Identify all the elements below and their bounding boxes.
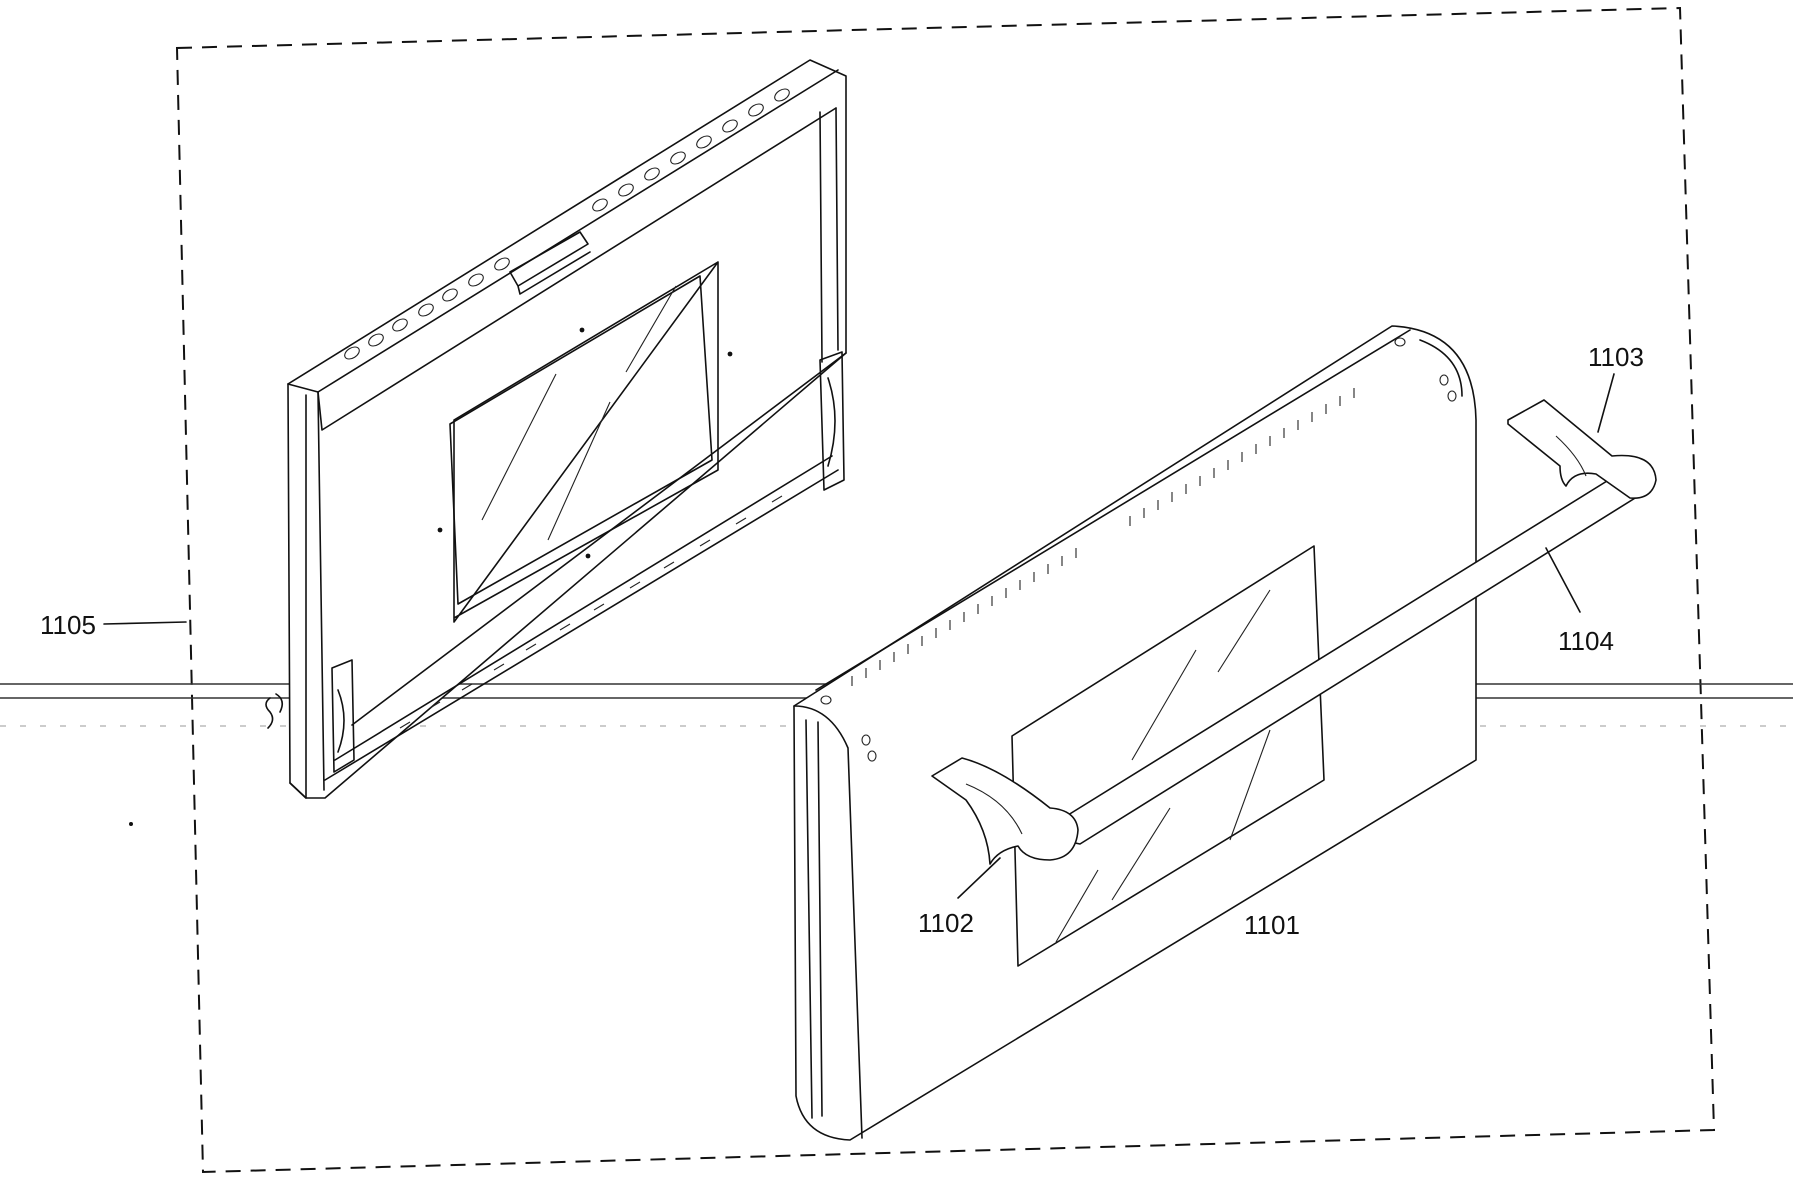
- inner-door-frame: [287, 59, 847, 799]
- door-handle-assembly: [931, 399, 1657, 865]
- callout-1101: 1101: [1244, 910, 1300, 940]
- callout-1105: 1105: [40, 610, 96, 640]
- inner-door-bottom-rail: [324, 352, 847, 781]
- inner-door-left-rail: [289, 391, 325, 799]
- inner-door-assembly: [265, 59, 847, 799]
- screw-hole: [867, 750, 877, 762]
- door-panel-top-edge: [815, 329, 1463, 691]
- callout-1103: 1103: [1588, 342, 1644, 372]
- inner-door-glass: [449, 275, 713, 605]
- door-panel-body: [793, 325, 1477, 1141]
- callout-1102: 1102: [918, 908, 974, 938]
- inner-door-hinge-upper: [819, 351, 845, 491]
- inner-door-right-rail: [819, 107, 839, 363]
- screw-hole: [820, 695, 832, 705]
- inner-door-hinge-lower: [331, 659, 355, 773]
- fastener-dot: [579, 327, 585, 333]
- inner-door-glass-glare: [481, 285, 677, 541]
- door-panel-front-edge: [793, 705, 863, 1139]
- fastener-dot: [727, 351, 733, 357]
- screw-hole: [1439, 374, 1449, 386]
- door-panel-window: [1011, 545, 1325, 967]
- leader-1102: [957, 857, 1001, 899]
- callout-leaders: [103, 373, 1615, 899]
- fastener-dot: [437, 527, 443, 533]
- screw-hole: [1394, 337, 1406, 347]
- inner-door-vent-holes: [344, 88, 790, 360]
- callout-1104: 1104: [1558, 626, 1614, 656]
- screw-hole: [861, 734, 871, 746]
- leader-1103: [1597, 373, 1615, 433]
- door-panel-window-glare: [1055, 589, 1271, 943]
- right-handle-bracket: [1507, 399, 1657, 499]
- left-bracket-curve: [965, 783, 1023, 835]
- assembly-boundary: [175, 6, 1716, 1174]
- scan-dot: [129, 822, 133, 826]
- hinge-clip: [265, 693, 284, 729]
- outer-door-panel: [793, 325, 1477, 1141]
- leader-1105: [103, 621, 187, 625]
- inner-door-latch: [509, 231, 591, 295]
- leader-1104: [1545, 547, 1581, 613]
- inner-door-bottom-slots: [399, 495, 783, 729]
- door-panel-vent-slots: [851, 388, 1355, 686]
- screw-hole: [1447, 390, 1457, 402]
- fastener-dot: [585, 553, 591, 559]
- right-bracket-curve: [1555, 435, 1587, 477]
